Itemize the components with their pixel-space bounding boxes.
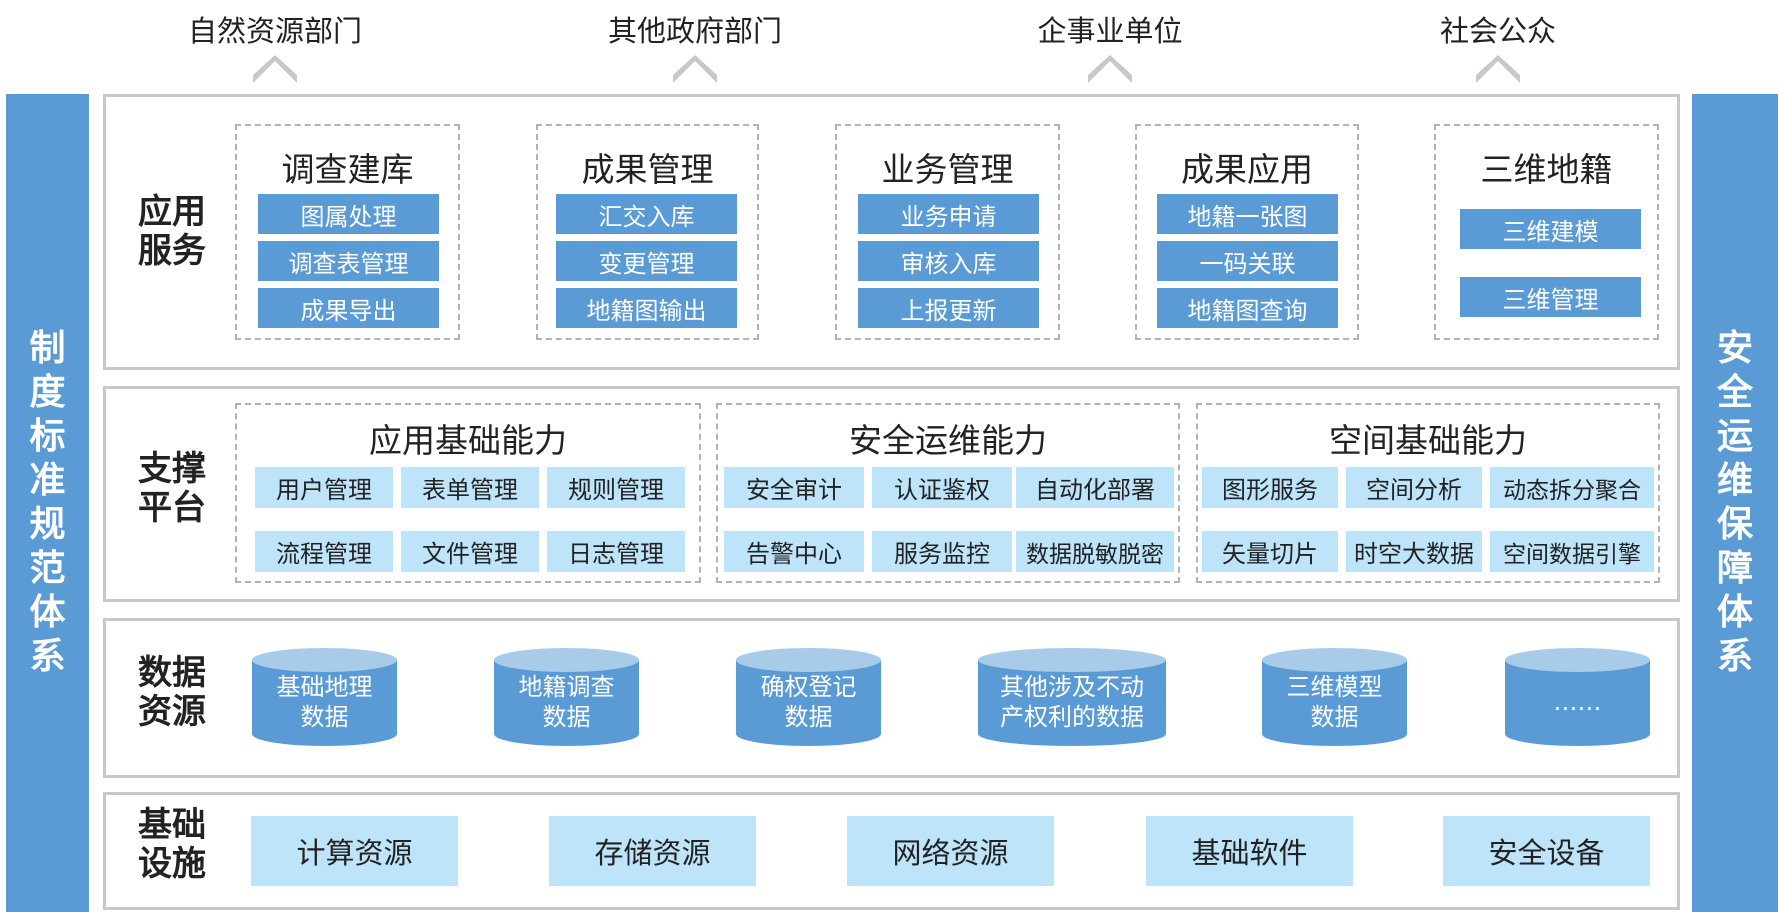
- app-group-4: [1135, 124, 1359, 340]
- database-icon: [1262, 648, 1407, 746]
- app-group-5: [1434, 124, 1659, 340]
- app-group-title: 调查建库: [281, 150, 414, 189]
- platform-item[interactable]: 时空大数据: [1346, 531, 1482, 572]
- platform-item[interactable]: 动态拆分聚合: [1490, 467, 1654, 508]
- platform-item[interactable]: 服务监控: [872, 531, 1012, 572]
- chevron-up-icon: [673, 55, 717, 83]
- platform-item[interactable]: 自动化部署: [1016, 467, 1174, 508]
- database-cylinder: 三维模型 数据: [1262, 648, 1407, 746]
- app-item-button[interactable]: 三维管理: [1460, 277, 1641, 317]
- platform-item[interactable]: 矢量切片: [1202, 531, 1338, 572]
- layer-label-platform: 支撑 平台: [138, 449, 206, 529]
- app-item-button[interactable]: 一码关联: [1157, 241, 1338, 281]
- app-item-button[interactable]: 变更管理: [556, 241, 737, 281]
- platform-group-2: [716, 403, 1180, 583]
- database-label: 基础地理 数据: [276, 673, 373, 731]
- app-group-2: [536, 124, 759, 340]
- audience-label-2: 其他政府部门: [607, 14, 782, 48]
- database-label: 其他涉及不动 产权利的数据: [1000, 673, 1144, 731]
- platform-item[interactable]: 空间数据引擎: [1490, 531, 1654, 572]
- chevron-up-icon: [1476, 55, 1520, 83]
- platform-item[interactable]: 告警中心: [724, 531, 864, 572]
- layer-data-resources: [103, 618, 1680, 778]
- app-group-1: [235, 124, 460, 340]
- app-item-button[interactable]: 图属处理: [258, 194, 439, 234]
- database-icon: [252, 648, 397, 746]
- app-group-title: 三维地籍: [1480, 150, 1613, 189]
- database-cylinder: 地籍调查 数据: [494, 648, 639, 746]
- layer-label-data: 数据 资源: [138, 653, 206, 733]
- audience-label-3: 企事业单位: [1037, 14, 1183, 48]
- database-cylinder: 确权登记 数据: [736, 648, 881, 746]
- app-item-button[interactable]: 三维建模: [1460, 209, 1641, 249]
- chevron-up-icon: [1088, 55, 1132, 83]
- database-icon: [978, 648, 1166, 746]
- database-icon: [1505, 648, 1650, 746]
- platform-item[interactable]: 文件管理: [401, 531, 539, 572]
- infra-item[interactable]: 基础软件: [1146, 816, 1353, 886]
- right-pillar: 安全运维保障体系: [1692, 94, 1778, 912]
- platform-group-title: 空间基础能力: [1329, 421, 1527, 460]
- layer-label-app: 应用 服务: [138, 192, 206, 272]
- app-item-button[interactable]: 调查表管理: [258, 241, 439, 281]
- database-cylinder: ……: [1505, 648, 1650, 746]
- platform-item[interactable]: 数据脱敏脱密: [1016, 531, 1174, 572]
- app-item-button[interactable]: 地籍图查询: [1157, 288, 1338, 328]
- platform-group-3: [1196, 403, 1660, 583]
- platform-item[interactable]: 认证鉴权: [872, 467, 1012, 508]
- platform-group-title: 安全运维能力: [849, 421, 1047, 460]
- database-label: ……: [1553, 688, 1602, 716]
- database-label: 地籍调查 数据: [518, 673, 615, 731]
- database-label: 三维模型 数据: [1286, 673, 1383, 731]
- left-pillar: 制度标准规范体系: [6, 94, 89, 912]
- app-item-button[interactable]: 业务申请: [858, 194, 1039, 234]
- app-item-button[interactable]: 地籍图输出: [556, 288, 737, 328]
- platform-item[interactable]: 空间分析: [1346, 467, 1482, 508]
- app-group-3: [835, 124, 1060, 340]
- app-item-button[interactable]: 上报更新: [858, 288, 1039, 328]
- chevron-up-icon: [253, 55, 297, 83]
- infra-item[interactable]: 网络资源: [847, 816, 1054, 886]
- audience-label-4: 社会公众: [1439, 14, 1556, 48]
- app-item-button[interactable]: 地籍一张图: [1157, 194, 1338, 234]
- database-icon: [494, 648, 639, 746]
- app-group-title: 成果管理: [581, 150, 714, 189]
- platform-group-title: 应用基础能力: [369, 421, 567, 460]
- database-icon: [736, 648, 881, 746]
- app-item-button[interactable]: 汇交入库: [556, 194, 737, 234]
- layer-label-infra: 基础 设施: [138, 805, 206, 885]
- platform-item[interactable]: 用户管理: [255, 467, 393, 508]
- platform-item[interactable]: 日志管理: [547, 531, 685, 572]
- app-group-title: 业务管理: [881, 150, 1014, 189]
- infra-item[interactable]: 存储资源: [549, 816, 756, 886]
- platform-group-1: [235, 403, 701, 583]
- infra-item[interactable]: 安全设备: [1443, 816, 1650, 886]
- platform-item[interactable]: 流程管理: [255, 531, 393, 572]
- infra-item[interactable]: 计算资源: [251, 816, 458, 886]
- platform-item[interactable]: 表单管理: [401, 467, 539, 508]
- app-item-button[interactable]: 审核入库: [858, 241, 1039, 281]
- database-label: 确权登记 数据: [760, 673, 857, 731]
- platform-item[interactable]: 安全审计: [724, 467, 864, 508]
- database-cylinder: 基础地理 数据: [252, 648, 397, 746]
- database-cylinder: 其他涉及不动 产权利的数据: [978, 648, 1166, 746]
- audience-label-1: 自然资源部门: [187, 14, 362, 48]
- platform-item[interactable]: 图形服务: [1202, 467, 1338, 508]
- app-item-button[interactable]: 成果导出: [258, 288, 439, 328]
- platform-item[interactable]: 规则管理: [547, 467, 685, 508]
- app-group-title: 成果应用: [1181, 150, 1313, 189]
